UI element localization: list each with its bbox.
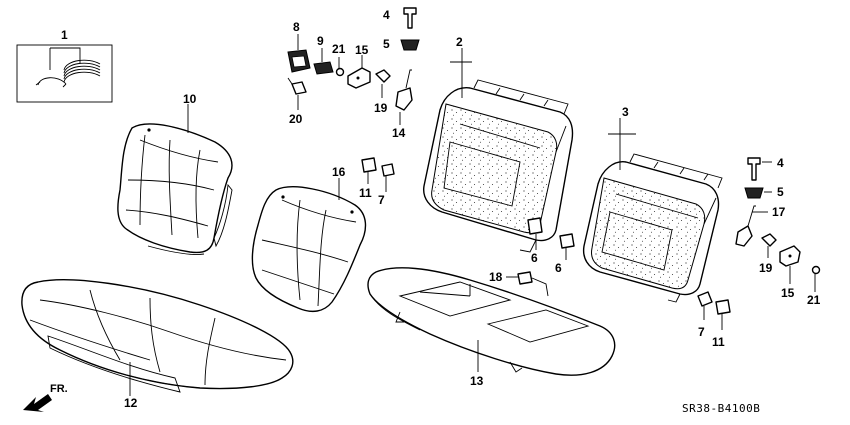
- callout-9: 9: [317, 34, 324, 48]
- callout-11-mid: 11: [359, 186, 372, 200]
- seat-back-cover-10: 10: [117, 92, 233, 255]
- part-9-bezel: 9: [313, 34, 334, 75]
- callout-6-left: 6: [531, 251, 538, 265]
- callout-13: 13: [470, 374, 484, 388]
- callout-4-top: 4: [383, 8, 390, 22]
- fr-arrow-icon: [23, 394, 52, 412]
- callout-10: 10: [183, 92, 197, 106]
- seat-back-2: 2: [423, 35, 574, 253]
- diagram-code: SR38-B4100B: [682, 402, 760, 415]
- seat-cushion-12: 12: [21, 279, 294, 410]
- part-4-bolt-right: 4: [747, 156, 784, 181]
- direction-label: FR.: [50, 383, 68, 395]
- callout-19-right: 19: [759, 261, 773, 275]
- callout-1: 1: [61, 28, 68, 42]
- part-7-right: 7: [697, 291, 713, 339]
- part-6-right: 6: [555, 233, 575, 275]
- part-5-bushing-right: 5: [744, 185, 784, 199]
- part-7-middle: 7: [378, 163, 395, 207]
- part-15-latch-right: 15: [779, 245, 801, 300]
- part-19-bolt-top: 19: [374, 69, 391, 115]
- callout-16: 16: [332, 165, 346, 179]
- callout-15-top: 15: [355, 43, 369, 57]
- callout-12: 12: [124, 396, 138, 410]
- seat-cushion-13: 13: [367, 267, 616, 388]
- part-4-bolt-top: 4: [383, 7, 417, 29]
- callout-4-right: 4: [777, 156, 784, 170]
- seat-back-cover-16: 16: [251, 165, 367, 313]
- part-11-middle: 11: [359, 157, 377, 200]
- hog-ring-clips-group: 1: [16, 28, 113, 103]
- part-14-striker: 14: [392, 69, 413, 140]
- leader-1: [49, 47, 81, 70]
- callout-3: 3: [622, 105, 629, 119]
- part-20-clip: 20: [287, 77, 307, 126]
- callout-14: 14: [392, 126, 406, 140]
- callout-19-top: 19: [374, 101, 388, 115]
- callout-21-right: 21: [807, 293, 821, 307]
- callout-17: 17: [772, 205, 786, 219]
- seat-back-3: 3: [582, 105, 723, 303]
- callout-6-right: 6: [555, 261, 562, 275]
- callout-8: 8: [293, 20, 300, 34]
- clips-box: [16, 44, 113, 103]
- part-15-latch-top: 15: [347, 43, 371, 89]
- part-19-bolt-right: 19: [759, 233, 777, 275]
- callout-21-top: 21: [332, 42, 346, 56]
- callout-18: 18: [489, 270, 503, 284]
- part-11-right: 11: [712, 299, 731, 349]
- part-18-hook: 18: [489, 270, 549, 297]
- part-8-escutcheon: 8: [287, 20, 311, 73]
- part-6-left: 6: [527, 217, 543, 265]
- part-21-screw-top: 21: [332, 42, 346, 77]
- callout-20: 20: [289, 112, 303, 126]
- callout-11-right: 11: [712, 335, 725, 349]
- callout-5-top: 5: [383, 37, 390, 51]
- hog-ring-bundle: [63, 59, 101, 83]
- front-direction-arrow: FR.: [23, 383, 68, 412]
- hog-ring-left: [35, 77, 67, 88]
- callout-2: 2: [456, 35, 463, 49]
- part-5-bushing-top: 5: [383, 37, 420, 51]
- callout-5-right: 5: [777, 185, 784, 199]
- part-17-striker: 17: [735, 205, 786, 247]
- callout-15-right: 15: [781, 286, 795, 300]
- callout-7-right: 7: [698, 325, 705, 339]
- part-21-screw-right: 21: [807, 265, 821, 307]
- callout-7-mid: 7: [378, 193, 385, 207]
